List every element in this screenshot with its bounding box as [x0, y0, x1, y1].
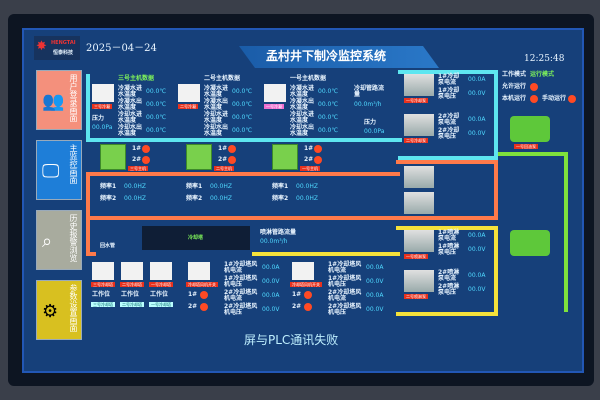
spray-pump-2[interactable] [404, 270, 434, 292]
unit-tag: 二号冷凝 [178, 104, 198, 109]
status-lamp [228, 156, 236, 164]
tower-pipe [498, 152, 568, 312]
tower-1-button[interactable]: 一号冷却塔 [149, 302, 173, 307]
status-lamp [314, 156, 322, 164]
tower-fan-a [188, 262, 210, 280]
condenser-2 [178, 84, 200, 102]
unit-name: 一号主机 [300, 166, 320, 171]
cooling-pump-1[interactable] [404, 74, 434, 96]
status-lamp [228, 145, 236, 153]
pressure-value: 00.0Pa [92, 124, 113, 131]
plc-status-message: 屏与PLC通讯失败 [244, 333, 339, 347]
tower-panel [142, 226, 250, 250]
logo-cn: 恒泰科技 [53, 50, 74, 56]
tower-fan-b [292, 262, 314, 280]
sidebar-item-user-login[interactable]: 👥用户登录画面 [36, 70, 82, 130]
cooling-pump-2[interactable] [404, 114, 434, 136]
unit-title: 一号主机数据 [290, 75, 327, 82]
local-run-lamp [530, 95, 538, 103]
status-lamp [142, 156, 150, 164]
logo-star-icon: ✸ [36, 39, 47, 54]
status-lamp [200, 291, 208, 299]
unit-title: 三号主机数据 [118, 75, 155, 82]
hmi-screen: ✸ HENGTAI 恒泰科技 2025－04－24 孟村井下制冷监控系统 12:… [22, 28, 584, 373]
cooling-tower-1 [150, 262, 172, 280]
unit-name: 三号主机 [128, 166, 148, 171]
sidebar-item-settings[interactable]: ⚙参数设置画面 [36, 280, 82, 340]
status-lamp [142, 145, 150, 153]
cool-flow-label: 冷却管路流量 [354, 85, 385, 98]
logo: ✸ HENGTAI 恒泰科技 [34, 36, 80, 60]
compressor-2[interactable] [186, 144, 212, 170]
cooling-tower-2 [121, 262, 143, 280]
tower-pump[interactable] [510, 230, 550, 256]
spray-flow-value: 00.0m³/h [260, 238, 288, 245]
cooling-pipe [86, 172, 400, 220]
cooling-pipe [396, 160, 498, 220]
status-lamp [200, 303, 208, 311]
users-icon: 👥 [42, 91, 65, 112]
spray-pipe [252, 252, 400, 312]
return-pipe-label: 回水管 [100, 243, 116, 249]
pressure-label: 压力 [92, 115, 105, 122]
oil-return-pump[interactable] [510, 116, 550, 142]
unit-name: 二号主机 [214, 166, 234, 171]
spray-pipe [396, 226, 498, 316]
spray-flow-label: 喷淋管路流量 [260, 229, 297, 236]
status-lamp [304, 291, 312, 299]
sidebar-item-alarm-history[interactable]: ⌕历史报警浏览 [36, 210, 82, 270]
gear-icon: ⚙ [42, 301, 59, 322]
search-icon: ⌕ [42, 231, 53, 252]
date: 2025－04－24 [86, 43, 157, 54]
cooling-pump-4[interactable] [404, 192, 434, 214]
condenser-pipe [86, 74, 402, 142]
cooling-tower-3 [92, 262, 114, 280]
unit-tag: 三号冷凝 [92, 104, 112, 109]
condenser-1 [264, 84, 286, 102]
tower-2-button[interactable]: 二号冷却塔 [120, 302, 144, 307]
title-banner [239, 46, 439, 68]
logo-en: HENGTAI [51, 40, 76, 46]
cooling-pipe [86, 216, 96, 256]
unit-tag: 一号冷凝 [264, 104, 284, 109]
allow-run-lamp [530, 83, 538, 91]
page-title: 孟村井下制冷监控系统 [266, 49, 387, 63]
compressor-1[interactable] [272, 144, 298, 170]
unit-title: 二号主机数据 [204, 75, 241, 82]
condenser-3 [92, 84, 114, 102]
sidebar-item-main-monitor[interactable]: 🖵主监控画面 [36, 140, 82, 200]
status-lamp [304, 303, 312, 311]
spray-pump-1[interactable] [404, 230, 434, 252]
compressor-3[interactable] [100, 144, 126, 170]
monitor-icon: 🖵 [42, 161, 60, 182]
status-lamp [314, 145, 322, 153]
cool-flow-value: 00.0m³/h [354, 101, 382, 108]
condenser-pipe [398, 70, 498, 160]
cooling-pump-3[interactable] [404, 166, 434, 188]
clock: 12:25:48 [524, 54, 565, 64]
tower-3-button[interactable]: 三号冷却塔 [91, 302, 115, 307]
mode-value: 运行模式 [530, 71, 555, 78]
manual-run-lamp [568, 95, 576, 103]
